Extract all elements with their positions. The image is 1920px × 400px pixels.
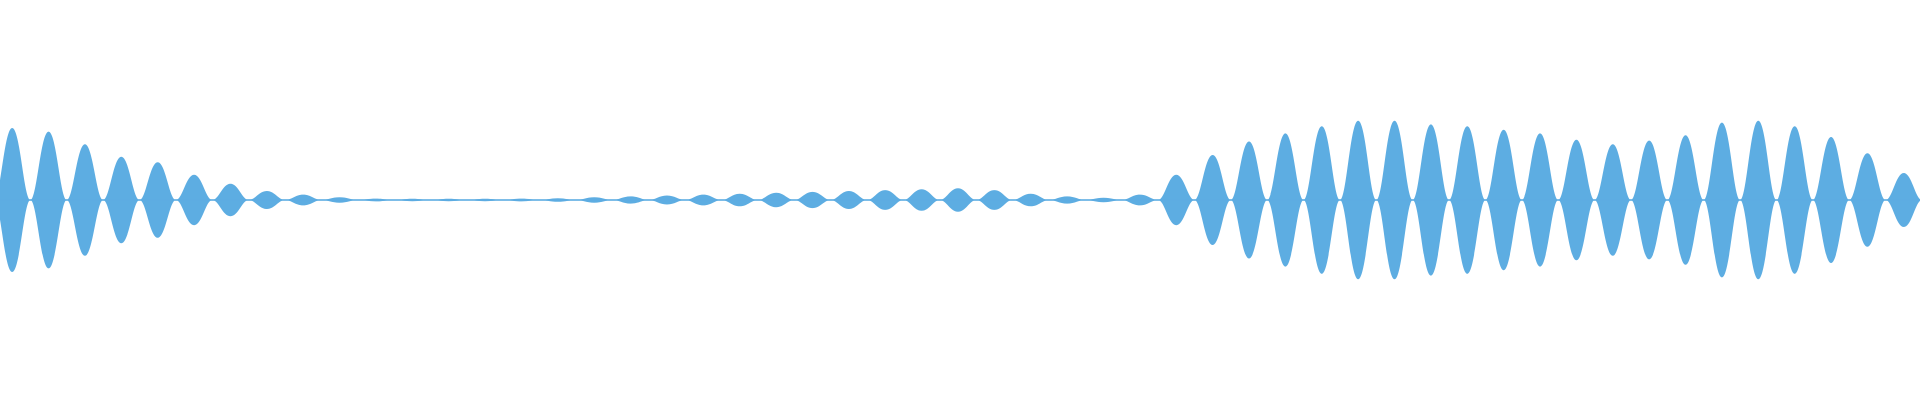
waveform-lobes: [0, 120, 1920, 280]
waveform-baseline: [0, 199, 1920, 201]
